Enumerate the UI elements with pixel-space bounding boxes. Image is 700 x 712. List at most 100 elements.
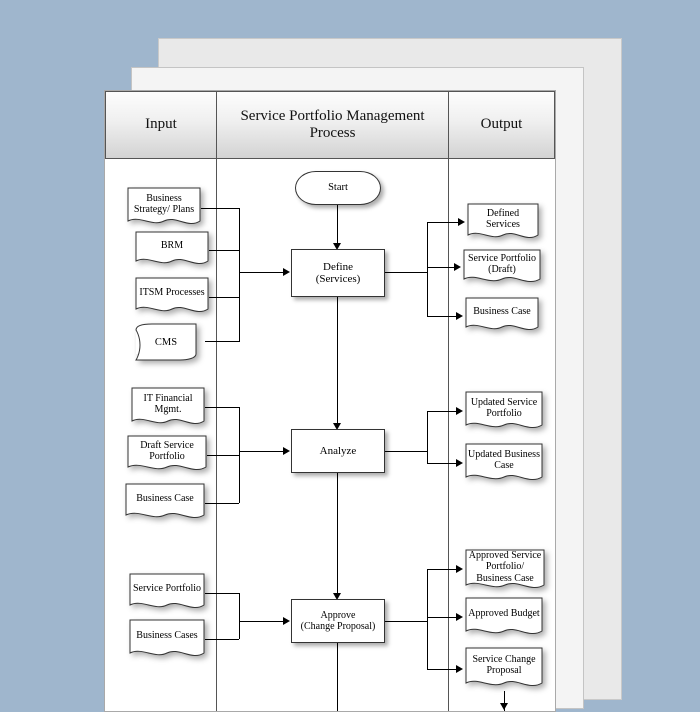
input-service-portfolio: Service Portfolio <box>129 573 205 613</box>
arrowhead-ubc <box>456 459 463 467</box>
node-start-label: Start <box>328 182 348 194</box>
arrowhead-sp-draft <box>454 263 461 271</box>
node-define-label-2: (Services) <box>315 273 361 285</box>
arrowhead-approved-budget <box>456 613 463 621</box>
connector-outbus-to-defined-services <box>427 222 459 223</box>
arrowhead-bus-to-define <box>283 268 290 276</box>
arrowhead-bus-to-approve <box>283 617 290 625</box>
output-service-change-proposal-label: Service Change Proposal <box>472 653 536 676</box>
connector-bus-to-analyze <box>239 451 284 452</box>
connector-analyze-output-bus <box>427 411 428 463</box>
node-approve-label-2: (Change Proposal) <box>300 621 376 632</box>
node-approve-label-1: Approve <box>320 609 356 621</box>
connector-outbus-to-approved-budget <box>427 617 457 618</box>
node-define: Define (Services) <box>291 249 385 297</box>
connector-define-to-analyze <box>337 297 338 425</box>
connector-outbus-to-business-case <box>427 316 457 317</box>
lane-divider-right <box>448 159 449 711</box>
output-updated-service-portfolio: Updated Service Portfolio <box>465 391 543 433</box>
output-service-portfolio-draft-label: Service Portfolio (Draft) <box>467 252 537 275</box>
output-service-change-proposal: Service Change Proposal <box>465 647 543 691</box>
output-defined-services: Defined Services <box>467 203 539 243</box>
connector-dsp-to-bus <box>207 455 239 456</box>
arrowhead-usp <box>456 407 463 415</box>
input-draft-service-portfolio-label: Draft Service Portfolio <box>140 439 194 462</box>
output-service-portfolio-draft: Service Portfolio (Draft) <box>463 249 541 287</box>
connector-bcs-to-bus <box>205 639 239 640</box>
connector-itfm-to-bus <box>205 407 239 408</box>
output-business-case-define: Business Case <box>465 297 539 335</box>
arrowhead-define-to-analyze <box>333 423 341 430</box>
connector-outbus-to-usp <box>427 411 457 412</box>
input-business-cases-label: Business Cases <box>136 630 198 642</box>
output-updated-business-case-label: Updated Business Case <box>468 448 540 471</box>
connector-approve-to-outbus <box>385 621 427 622</box>
arrowhead-aspbc <box>456 565 463 573</box>
input-business-strategy-plans: Business Strategy/ Plans <box>127 187 201 229</box>
input-cms-label: CMS <box>154 336 178 348</box>
input-business-case-analyze-label: Business Case <box>136 493 194 505</box>
input-brm-label: BRM <box>160 240 184 252</box>
input-business-cases: Business Cases <box>129 619 205 661</box>
node-approve: Approve (Change Proposal) <box>291 599 385 643</box>
header-column-process: Service Portfolio Management Process <box>217 91 449 159</box>
output-approved-budget: Approved Budget <box>465 597 543 639</box>
connector-outbus-to-scp <box>427 669 457 670</box>
connector-define-to-outbus <box>385 272 427 273</box>
connector-define-input-bus <box>239 208 240 342</box>
swimlane-header: Input Service Portfolio Management Proce… <box>105 91 555 159</box>
node-define-label-1: Define <box>323 260 353 273</box>
arrowhead-bus-to-analyze <box>283 447 290 455</box>
header-label-process: Service Portfolio Management Process <box>240 107 425 141</box>
connector-itsm-to-bus <box>209 297 239 298</box>
diagram-page: Input Service Portfolio Management Proce… <box>104 90 556 712</box>
output-approved-service-portfolio-business-case: Approved Service Portfolio/ Business Cas… <box>465 549 545 593</box>
node-analyze-label: Analyze <box>319 444 357 457</box>
arrowhead-scp-down <box>500 703 508 710</box>
arrowhead-scp <box>456 665 463 673</box>
arrowhead-defined-services <box>458 218 465 226</box>
connector-analyze-input-bus <box>239 407 240 503</box>
connector-outbus-to-sp-draft <box>427 267 455 268</box>
input-itsm-processes: ITSM Processes <box>135 277 209 317</box>
input-it-financial-mgmt-label: IT Financial Mgmt. <box>143 392 193 415</box>
header-column-output: Output <box>449 91 555 159</box>
input-draft-service-portfolio: Draft Service Portfolio <box>127 435 207 475</box>
arrowhead-analyze-to-approve <box>333 593 341 600</box>
input-business-strategy-plans-label: Business Strategy/ Plans <box>133 192 195 215</box>
input-cms: CMS <box>127 323 205 361</box>
connector-outbus-to-aspbc <box>427 569 457 570</box>
node-analyze: Analyze <box>291 429 385 473</box>
connector-bus-to-approve <box>239 621 284 622</box>
input-itsm-processes-label: ITSM Processes <box>139 287 205 299</box>
connector-bs-to-bus <box>201 208 239 209</box>
output-approved-budget-label: Approved Budget <box>468 608 540 620</box>
output-defined-services-label: Defined Services <box>486 207 520 230</box>
output-business-case-define-label: Business Case <box>473 306 531 318</box>
connector-analyze-to-approve <box>337 473 338 595</box>
arrowhead-business-case-define <box>456 312 463 320</box>
connector-approve-output-bus <box>427 569 428 669</box>
output-approved-service-portfolio-business-case-label: Approved Service Portfolio/ Business Cas… <box>468 550 542 584</box>
header-label-input: Input <box>145 116 177 133</box>
input-it-financial-mgmt: IT Financial Mgmt. <box>131 387 205 429</box>
connector-analyze-to-outbus <box>385 451 427 452</box>
arrowhead-start-to-define <box>333 243 341 250</box>
input-brm: BRM <box>135 231 209 269</box>
connector-sp-to-bus <box>205 593 239 594</box>
connector-start-to-define <box>337 205 338 245</box>
header-column-input: Input <box>105 91 217 159</box>
connector-outbus-to-ubc <box>427 463 457 464</box>
connector-cms-to-bus <box>205 341 239 342</box>
connector-brm-to-bus <box>209 250 239 251</box>
connector-bca-to-bus <box>205 503 239 504</box>
header-label-output: Output <box>480 116 523 133</box>
output-updated-service-portfolio-label: Updated Service Portfolio <box>470 396 538 419</box>
connector-approve-input-bus <box>239 593 240 639</box>
input-service-portfolio-label: Service Portfolio <box>132 583 202 595</box>
connector-approve-to-next <box>337 643 338 711</box>
connector-define-output-bus <box>427 222 428 316</box>
input-business-case-analyze: Business Case <box>125 483 205 523</box>
connector-bus-to-define <box>239 272 284 273</box>
